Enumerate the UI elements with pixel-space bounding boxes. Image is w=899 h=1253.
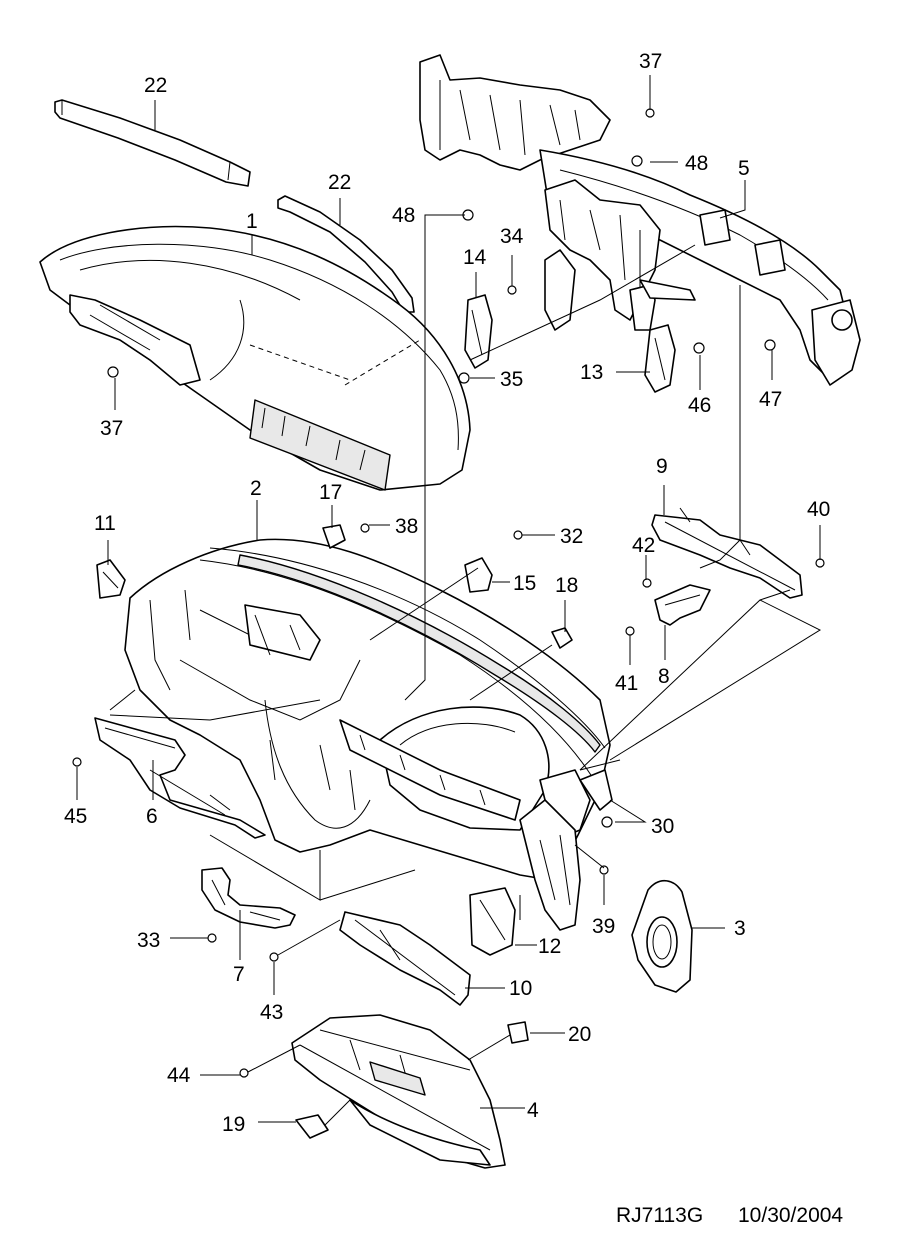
part-15-bracket [464, 557, 493, 593]
callout-10: 10 [509, 977, 532, 1000]
part-12-bracket [469, 887, 516, 956]
callout-2: 2 [250, 477, 262, 500]
callout-48: 48 [685, 152, 708, 175]
drawing-date: 10/30/2004 [738, 1204, 843, 1227]
callout-1: 1 [246, 210, 258, 233]
part-11-clip [96, 559, 126, 599]
callout-15: 15 [513, 572, 536, 595]
callout-22: 22 [328, 171, 351, 194]
callout-22: 22 [144, 74, 167, 97]
drawing-reference-stamp: RJ7113G 10/30/2004 [616, 1204, 843, 1227]
callout-40: 40 [807, 498, 830, 521]
callout-33: 33 [137, 929, 160, 952]
part-6-lower-trim [94, 717, 266, 839]
callout-20: 20 [568, 1023, 591, 1046]
part-4-glove-box [291, 1014, 506, 1169]
part-1-instrument-panel-upper [39, 225, 471, 491]
fasteners [72, 108, 825, 1078]
callout-9: 9 [656, 455, 668, 478]
part-2-instrument-panel [124, 538, 613, 931]
callout-8: 8 [658, 665, 670, 688]
leader-lines [76, 75, 822, 1126]
part-3-side-trim [631, 880, 693, 993]
callout-39: 39 [592, 915, 615, 938]
part-13-bracket [644, 324, 676, 393]
callout-43: 43 [260, 1001, 283, 1024]
callout-19: 19 [222, 1113, 245, 1136]
callout-18: 18 [555, 574, 578, 597]
part-17-clip [322, 524, 346, 549]
callout-11: 11 [94, 512, 116, 535]
callout-14: 14 [463, 246, 487, 269]
part-9-support-bracket [651, 507, 803, 599]
callout-35: 35 [500, 368, 523, 391]
callout-13: 13 [580, 361, 603, 384]
callout-6: 6 [146, 805, 158, 828]
callout-30: 30 [651, 815, 674, 838]
callout-12: 12 [538, 935, 561, 958]
callout-34: 34 [500, 225, 524, 248]
part-10-lower-cover [339, 911, 471, 1006]
callout-45: 45 [64, 805, 87, 828]
callout-3: 3 [734, 917, 746, 940]
callout-7: 7 [233, 963, 245, 986]
callout-47: 47 [759, 388, 782, 411]
part-22-defroster-strip-left [54, 99, 251, 187]
callout-48: 48 [392, 204, 415, 227]
part-19-latch [295, 1114, 329, 1139]
part-5-cross-car-beam [419, 54, 861, 386]
part-14-bracket [464, 294, 493, 369]
callout-41: 41 [615, 672, 638, 695]
callout-42: 42 [632, 534, 655, 557]
callout-46: 46 [688, 394, 711, 417]
callout-38: 38 [395, 515, 418, 538]
part-8-support-bracket [654, 584, 711, 626]
callout-17: 17 [319, 481, 342, 504]
part-7-bracket [201, 867, 296, 929]
callout-4: 4 [527, 1099, 539, 1122]
callout-44: 44 [167, 1064, 191, 1087]
callout-37: 37 [100, 417, 123, 440]
part-18-clip [551, 627, 573, 649]
callout-37: 37 [639, 50, 662, 73]
part-20-damper [507, 1021, 529, 1044]
callout-32: 32 [560, 525, 583, 548]
callout-5: 5 [738, 157, 750, 180]
drawing-reference: RJ7113G [616, 1204, 703, 1227]
callout-labels: 22 22 1 37 48 5 48 34 14 35 13 46 47 37 … [64, 50, 830, 1136]
